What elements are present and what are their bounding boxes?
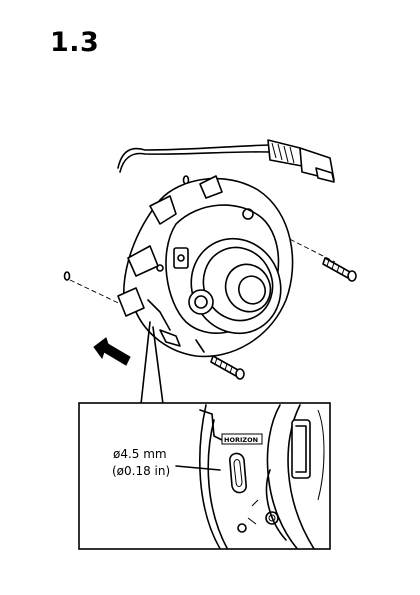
screw-icon xyxy=(211,356,244,379)
hole-diameter-in: (ø0.18 in) xyxy=(112,464,170,478)
network-cable-icon xyxy=(118,140,334,182)
dome-camera-icon xyxy=(118,176,296,356)
detail-callout: ø4.5 mm (ø0.18 in) HORIZON xyxy=(79,403,330,552)
screw-icon xyxy=(323,258,356,281)
wall-hole-left xyxy=(65,272,70,280)
hole-diameter-mm: ø4.5 mm xyxy=(113,447,167,461)
direction-arrow-icon xyxy=(94,338,130,365)
horizon-label: HORIZON xyxy=(224,436,258,444)
